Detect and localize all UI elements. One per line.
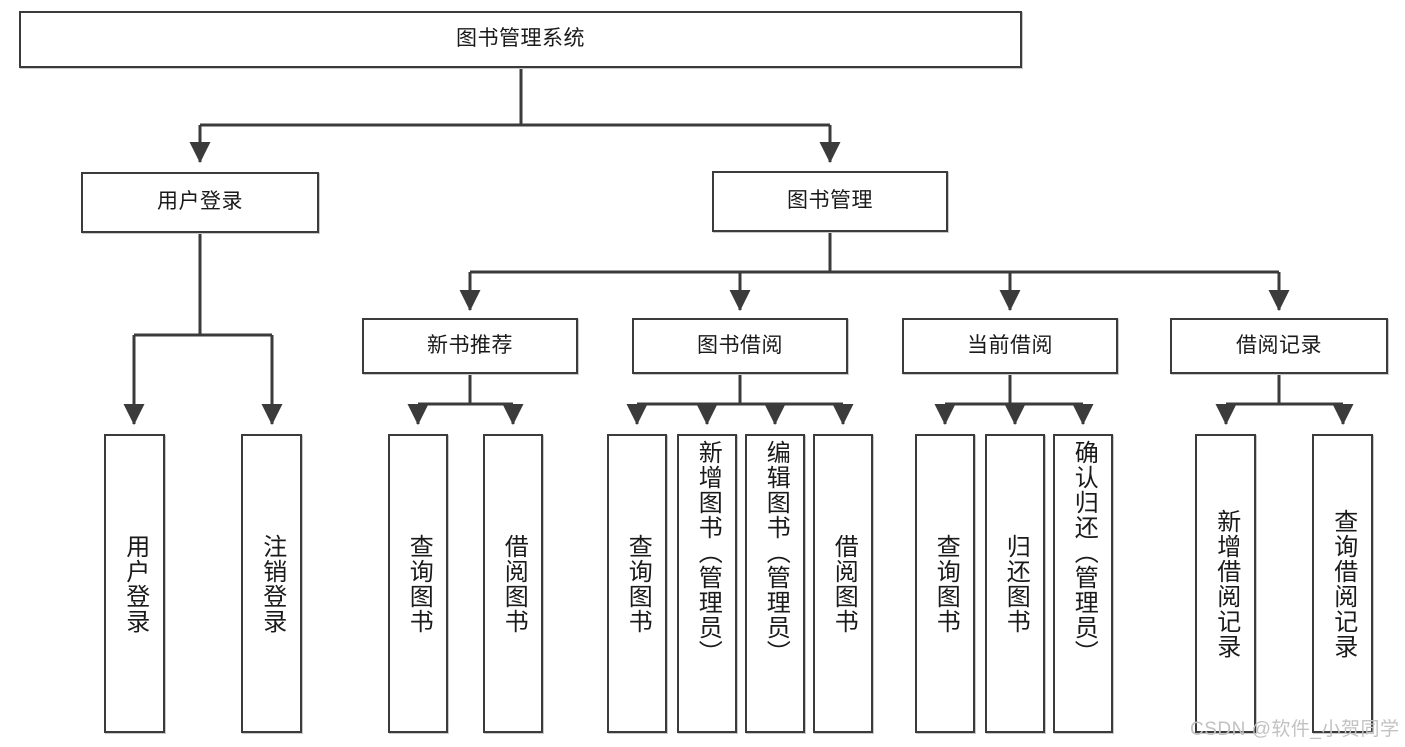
- node-label: 新书推荐: [427, 333, 513, 357]
- node-leaf-add-book[interactable]: 新增图书（管理员）: [677, 434, 737, 733]
- node-borrow-record[interactable]: 借阅记录: [1170, 318, 1388, 374]
- node-leaf-return-book[interactable]: 归还图书: [985, 434, 1045, 733]
- node-leaf-borrow-book-1[interactable]: 借阅图书: [483, 434, 543, 733]
- node-label: 图书管理: [787, 189, 873, 213]
- node-label: 查询图书: [624, 533, 652, 634]
- node-label: 图书借阅: [697, 333, 783, 357]
- node-label: 借阅记录: [1236, 333, 1322, 357]
- node-leaf-edit-book[interactable]: 编辑图书（管理员）: [745, 434, 805, 733]
- node-leaf-add-record[interactable]: 新增借阅记录: [1195, 434, 1256, 733]
- node-leaf-query-book-3[interactable]: 查询图书: [915, 434, 975, 733]
- node-leaf-user-login[interactable]: 用户登录: [104, 434, 165, 733]
- node-book-manage[interactable]: 图书管理: [712, 171, 948, 232]
- node-leaf-query-book-2[interactable]: 查询图书: [607, 434, 667, 733]
- node-leaf-borrow-book-2[interactable]: 借阅图书: [813, 434, 873, 733]
- node-label: 查询图书: [405, 533, 433, 634]
- node-label: 当前借阅: [967, 333, 1053, 357]
- node-label: 新增借阅记录: [1212, 508, 1240, 659]
- node-current-borrow[interactable]: 当前借阅: [902, 318, 1118, 374]
- node-root-system[interactable]: 图书管理系统: [19, 11, 1022, 68]
- node-label: 编辑图书（管理员）: [762, 440, 790, 665]
- node-label: 用户登录: [121, 533, 149, 634]
- node-label: 新增图书（管理员）: [694, 440, 722, 665]
- node-label: 注销登录: [258, 533, 286, 634]
- node-label: 借阅图书: [830, 533, 858, 634]
- node-leaf-confirm-return[interactable]: 确认归还（管理员）: [1053, 434, 1113, 733]
- node-label: 查询图书: [932, 533, 960, 634]
- node-book-borrow[interactable]: 图书借阅: [632, 318, 848, 374]
- node-new-book-recommend[interactable]: 新书推荐: [362, 318, 578, 374]
- node-label: 图书管理系统: [456, 27, 585, 51]
- node-label: 用户登录: [157, 190, 243, 214]
- watermark-text: CSDN @软件_小贺同学: [1190, 719, 1400, 740]
- node-leaf-query-record[interactable]: 查询借阅记录: [1312, 434, 1373, 733]
- node-leaf-query-book-1[interactable]: 查询图书: [388, 434, 448, 733]
- node-user-login[interactable]: 用户登录: [81, 172, 319, 233]
- node-label: 借阅图书: [500, 533, 528, 634]
- node-label: 查询借阅记录: [1329, 508, 1357, 659]
- node-label: 确认归还（管理员）: [1070, 440, 1098, 665]
- node-leaf-user-logout[interactable]: 注销登录: [241, 434, 302, 733]
- node-label: 归还图书: [1002, 533, 1030, 634]
